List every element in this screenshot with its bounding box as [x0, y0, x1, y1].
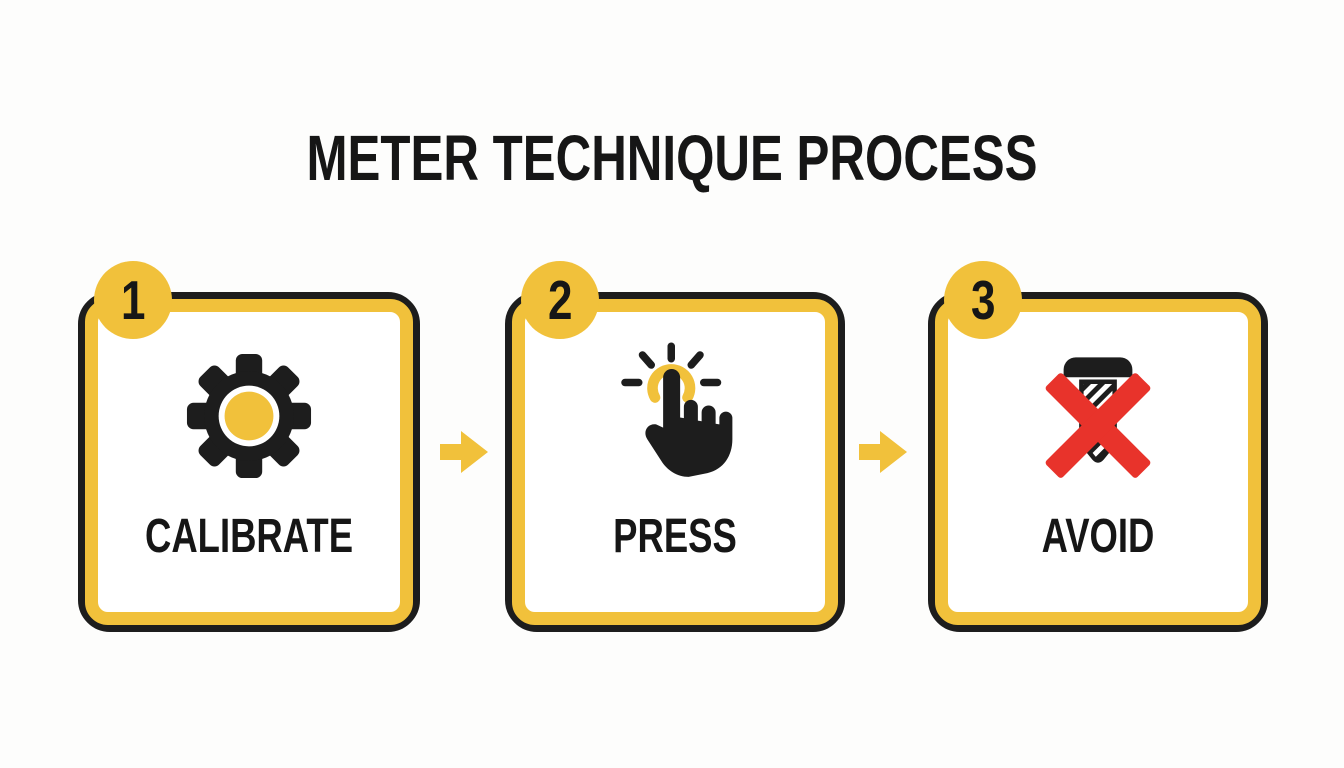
step-label: AVOID — [1041, 510, 1155, 563]
gear-icon — [98, 350, 400, 482]
arrow-right-icon — [859, 431, 907, 478]
step-label: CALIBRATE — [144, 510, 354, 563]
step-card-inner: AVOID — [935, 299, 1261, 625]
step-number-badge: 3 — [944, 261, 1022, 339]
step-card-inner: PRESS — [512, 299, 838, 625]
step-card-inner: CALIBRATE — [85, 299, 413, 625]
tap-finger-icon — [525, 340, 825, 490]
step-card-avoid: 3 AVOID — [928, 261, 1268, 632]
step-label: PRESS — [613, 510, 737, 563]
step-number: 1 — [120, 268, 146, 331]
step-card-press: 2 PRESS — [505, 261, 845, 632]
crossed-screw-icon — [948, 346, 1248, 484]
step-number-badge: 2 — [521, 261, 599, 339]
step-number-badge: 1 — [94, 261, 172, 339]
step-number: 2 — [547, 268, 573, 331]
arrow-right-icon — [440, 431, 488, 478]
step-number: 3 — [970, 268, 996, 331]
step-card-calibrate: 1 CALIBRATE — [78, 261, 420, 632]
page-title: METER TECHNIQUE PROCESS — [306, 121, 1038, 194]
